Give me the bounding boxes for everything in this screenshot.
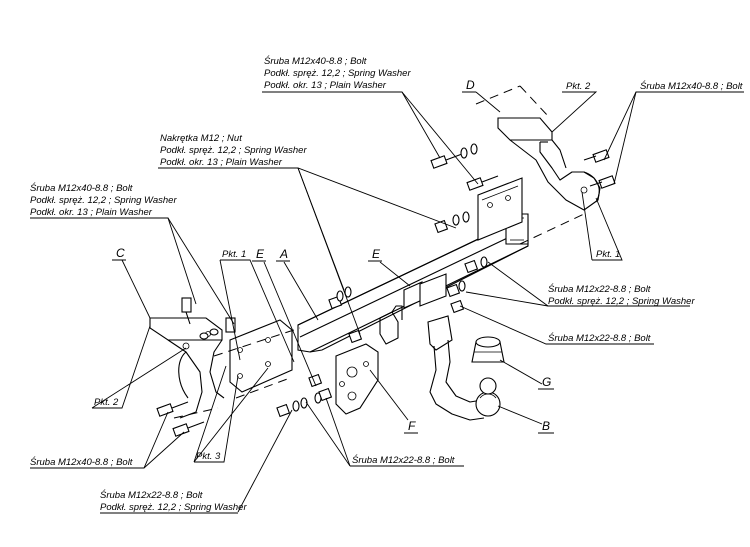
crossbar-tube bbox=[297, 213, 529, 353]
right-mid-bolt-line-2: Podkł. spręż. 12,2 ; Spring Washer bbox=[548, 296, 695, 307]
letter-e-left: E bbox=[256, 247, 265, 261]
callout-bottom-bolt: Śruba M12x22-8.8 ; Bolt Podkł. spręż. 12… bbox=[100, 489, 247, 513]
letter-b: B bbox=[542, 419, 550, 433]
right-side-bracket bbox=[497, 117, 601, 211]
letter-f: F bbox=[408, 419, 416, 433]
left-bolt-line-1: Śruba M12x40-8.8 ; Bolt bbox=[30, 182, 133, 194]
vehicle-outline bbox=[173, 85, 585, 419]
left-bolt-line-3: Podkł. okr. 13 ; Plain Washer bbox=[30, 207, 153, 218]
tow-bar-drawing bbox=[149, 85, 616, 437]
top-bolt-line-1: Śruba M12x40-8.8 ; Bolt bbox=[264, 55, 367, 67]
right-top-bolt-label: Śruba M12x40-8.8 ; Bolt bbox=[640, 80, 743, 92]
ball-neck bbox=[427, 315, 501, 421]
top-bolt-line-2: Podkł. spręż. 12,2 ; Spring Washer bbox=[264, 68, 411, 79]
right-mount-plate bbox=[477, 177, 523, 241]
top-bolt-line-3: Podkł. okr. 13 ; Plain Washer bbox=[264, 80, 387, 91]
bolts-and-washers bbox=[156, 143, 616, 437]
letter-c: C bbox=[116, 246, 125, 260]
center-brackets bbox=[379, 273, 447, 345]
nut-line-3: Podkł. okr. 13 ; Plain Washer bbox=[160, 157, 283, 168]
pkt1-left-label: Pkt. 1 bbox=[222, 249, 246, 260]
callout-nut: Nakrętka M12 ; Nut Podkł. spręż. 12,2 ; … bbox=[160, 133, 307, 168]
callout-top-bolt: Śruba M12x40-8.8 ; Bolt Podkł. spręż. 12… bbox=[264, 55, 411, 91]
part-letters: D C E A E F G B bbox=[116, 78, 551, 433]
callout-left-bolt: Śruba M12x40-8.8 ; Bolt Podkł. spręż. 12… bbox=[30, 182, 177, 218]
electrical-socket bbox=[471, 336, 505, 363]
letter-e-right: E bbox=[372, 247, 381, 261]
left-bolt-line-2: Podkł. spręż. 12,2 ; Spring Washer bbox=[30, 195, 177, 206]
label-underlines bbox=[30, 91, 744, 514]
nut-line-2: Podkł. spręż. 12,2 ; Spring Washer bbox=[160, 145, 307, 156]
socket-plate bbox=[335, 343, 379, 415]
bottom-mid-bolt-label: Śruba M12x22-8.8 ; Bolt bbox=[352, 454, 455, 466]
letter-g: G bbox=[542, 375, 551, 389]
letter-d: D bbox=[466, 78, 475, 92]
left-mount-plate bbox=[229, 319, 293, 393]
right-mid-bolt-line-1: Śruba M12x22-8.8 ; Bolt bbox=[548, 283, 651, 295]
bottom-left-bolt-label: Śruba M12x40-8.8 ; Bolt bbox=[30, 456, 133, 468]
pkt-labels: Pkt. 2 Pkt. 1 Pkt. 1 Pkt. 2 Pkt. 3 bbox=[94, 81, 620, 462]
letter-a: A bbox=[279, 247, 288, 261]
right-low-bolt-label: Śruba M12x22-8.8 ; Bolt bbox=[548, 332, 651, 344]
bottom-bolt-line-1: Śruba M12x22-8.8 ; Bolt bbox=[100, 489, 203, 501]
bottom-bolt-line-2: Podkł. spręż. 12,2 ; Spring Washer bbox=[100, 502, 247, 513]
pkt2-left-label: Pkt. 2 bbox=[94, 397, 119, 408]
nut-line-1: Nakrętka M12 ; Nut bbox=[160, 133, 242, 144]
callout-right-mid-bolt: Śruba M12x22-8.8 ; Bolt Podkł. spręż. 12… bbox=[548, 283, 695, 307]
pkt1-right-label: Pkt. 1 bbox=[596, 249, 620, 260]
pkt3-label: Pkt. 3 bbox=[196, 451, 221, 462]
pkt2-top-label: Pkt. 2 bbox=[566, 81, 591, 92]
